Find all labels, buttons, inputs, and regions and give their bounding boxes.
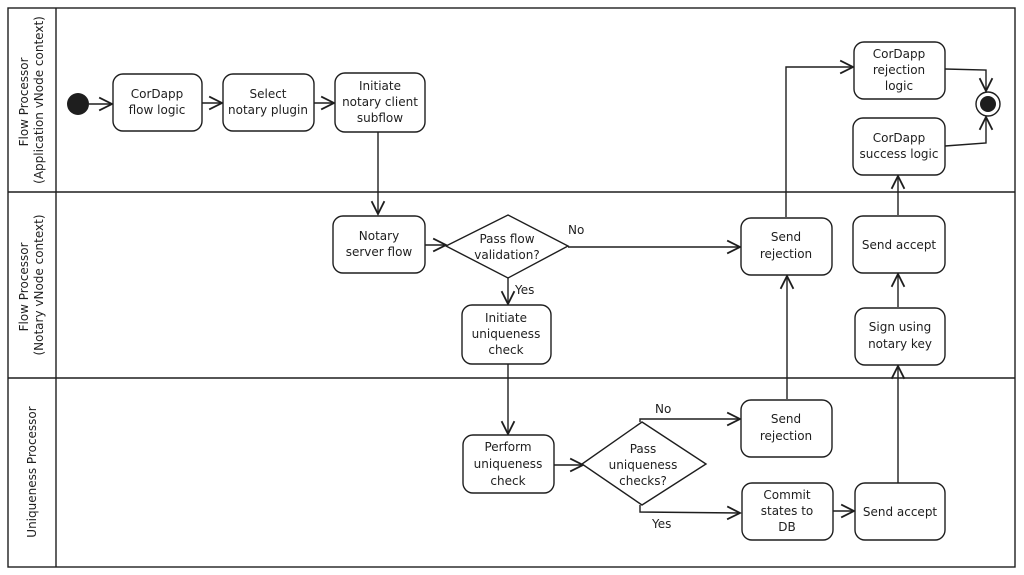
end-node: [975, 91, 1001, 117]
node-send-accept-uniqueness: Send accept: [854, 482, 946, 541]
edges: [89, 67, 986, 513]
edge-label-uniqueness-yes: Yes: [651, 517, 671, 531]
edge-label-flow-no: No: [568, 223, 584, 237]
lane-label-app: Flow Processor (Application vNode contex…: [17, 16, 46, 184]
start-node: [67, 93, 89, 115]
lane-label-uniqueness: Uniqueness Processor: [25, 406, 39, 537]
svg-text:Send accept: Send accept: [863, 505, 938, 519]
edge-label-flow-yes: Yes: [514, 283, 534, 297]
node-send-accept-notary: Send accept: [852, 215, 946, 274]
lane-label-notary: Flow Processor (Notary vNode context): [17, 214, 46, 355]
edge-label-uniqueness-no: No: [655, 402, 671, 416]
svg-text:Send accept: Send accept: [862, 238, 937, 252]
lane-frame: [7, 7, 1016, 568]
